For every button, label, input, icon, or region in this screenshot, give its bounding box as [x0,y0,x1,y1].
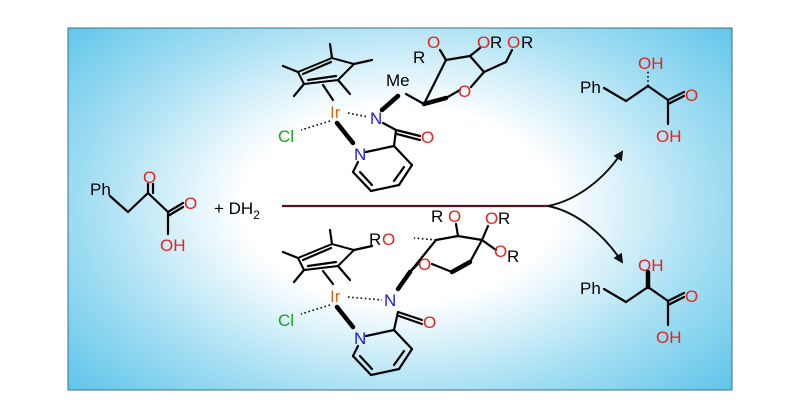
product-bottom-acid-oh: OH [656,328,682,347]
lower-branch-arrow [547,205,624,264]
product-top-oh: OH [638,54,664,73]
cp-ring-top [296,56,356,86]
cp-ring-bottom [296,242,356,272]
product-top-acid-oh: OH [656,127,682,146]
substrate-ph-label: Ph [90,180,111,199]
product-bottom-acid-o: O [685,287,698,306]
substrate-phenylpyruvic-acid: Ph O O OH [90,168,197,255]
bottom-pyridine-n: N [354,329,366,348]
bottom-iridium: Ir [330,287,341,306]
product-bottom-ph: Ph [580,279,601,298]
reaction-arrows [282,150,624,264]
bottom-amide-n: N [384,291,396,310]
bottom-ring-o: O [418,255,431,274]
top-pyridine-n: N [354,145,366,164]
bottom-o1: O [448,207,461,226]
bottom-r3: R [507,247,519,266]
product-bottom-oh: OH [638,256,664,275]
catalyst-bottom: Ir Cl N N O O R O O [278,207,519,377]
product-top: Ph OH O OH [580,54,698,146]
bottom-ro-o: O [382,230,395,249]
top-chlorine: Cl [278,127,294,146]
top-ring-o: O [458,82,471,101]
top-r2: R [490,33,502,52]
bottom-o3: O [494,242,507,261]
top-o1: O [427,33,440,52]
bottom-r2: R [498,209,510,228]
top-carbonyl-o: O [421,128,434,147]
bottom-ro-r: R [369,230,381,249]
substrate-ketone-o: O [143,168,156,187]
bottom-r1: R [431,207,443,226]
product-top-acid-o: O [685,86,698,105]
top-o3: O [507,33,520,52]
substrate-acid-o: O [184,194,197,213]
bottom-carbonyl-o: O [423,313,436,332]
top-methyl: Me [386,71,410,90]
upper-branch-arrow [547,150,624,207]
bottom-chlorine: Cl [278,311,294,330]
substrate-acid-oh: OH [160,236,186,255]
top-r3: R [521,33,533,52]
reagent-dh2: + DH2 [214,199,260,222]
catalyst-top: Ir Cl N N O Me O [278,33,533,193]
bottom-o2: O [485,209,498,228]
product-bottom: Ph OH O OH [580,256,698,347]
product-top-ph: Ph [580,78,601,97]
top-amide-n: N [370,109,382,128]
top-r1: R [413,48,425,67]
top-o2: O [477,33,490,52]
top-iridium: Ir [330,103,341,122]
